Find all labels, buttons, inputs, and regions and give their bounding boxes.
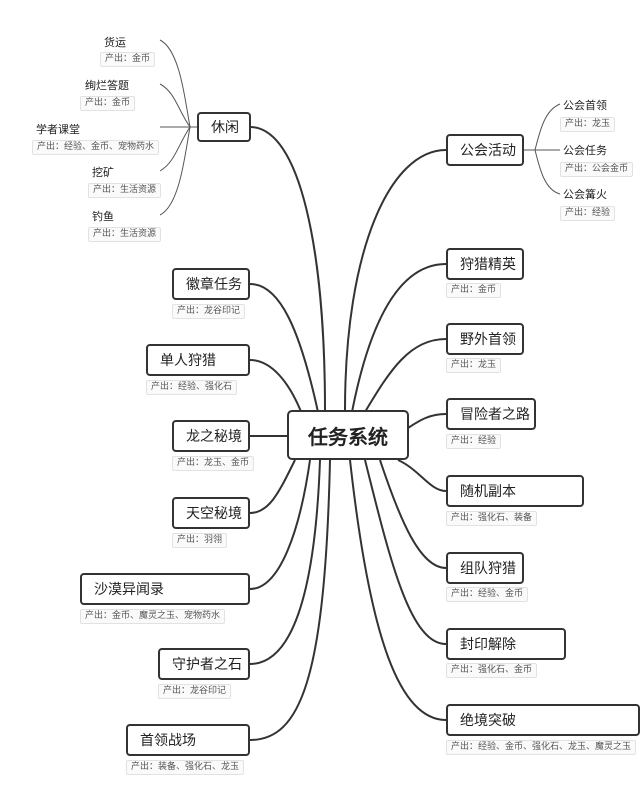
leisure-child-label: 学者课堂 bbox=[36, 123, 80, 136]
leisure-child-label: 挖矿 bbox=[92, 166, 114, 179]
node-seal-release[interactable]: 封印解除 bbox=[446, 628, 566, 660]
guild-child-output: 产出：公会金币 bbox=[560, 162, 634, 177]
node-output: 产出：装备、强化石、龙玉 bbox=[126, 760, 245, 775]
node-field-boss[interactable]: 野外首领 bbox=[446, 323, 524, 355]
node-desert-tales[interactable]: 沙漠异闻录 bbox=[80, 573, 250, 605]
node-solo-hunt[interactable]: 单人狩猎 bbox=[146, 344, 250, 376]
leisure-child-label: 钓鱼 bbox=[92, 210, 114, 223]
leisure-child-label: 绚烂答题 bbox=[85, 79, 129, 92]
center-node[interactable]: 任务系统 bbox=[287, 410, 409, 460]
node-output: 产出：经验、金币、强化石、龙玉、魔灵之玉 bbox=[446, 740, 637, 755]
node-output: 产出：金币、魔灵之玉、宠物药水 bbox=[80, 609, 226, 624]
leisure-child-label: 货运 bbox=[104, 36, 126, 49]
node-guardian-stone[interactable]: 守护者之石 bbox=[158, 648, 250, 680]
node-leisure[interactable]: 休闲 bbox=[197, 112, 251, 142]
guild-child-output: 产出：经验 bbox=[560, 206, 616, 221]
node-output: 产出：龙谷印记 bbox=[158, 684, 232, 699]
node-output: 产出：龙谷印记 bbox=[172, 304, 246, 319]
node-output: 产出：经验、金币 bbox=[446, 587, 529, 602]
leisure-child-output: 产出：经验、金币、宠物药水 bbox=[32, 140, 160, 155]
node-sky-realm[interactable]: 天空秘境 bbox=[172, 497, 250, 529]
node-dragon-realm[interactable]: 龙之秘境 bbox=[172, 420, 250, 452]
node-adventurer-road[interactable]: 冒险者之路 bbox=[446, 398, 536, 430]
leisure-child-output: 产出：金币 bbox=[80, 96, 136, 111]
node-guild-activity[interactable]: 公会活动 bbox=[446, 134, 524, 166]
leisure-child-output: 产出：生活资源 bbox=[88, 183, 162, 198]
node-random-dungeon[interactable]: 随机副本 bbox=[446, 475, 584, 507]
guild-child-label: 公会篝火 bbox=[563, 188, 607, 201]
node-badge-quest[interactable]: 徽章任务 bbox=[172, 268, 250, 300]
node-elite-hunt[interactable]: 狩猎精英 bbox=[446, 248, 524, 280]
leisure-child-output: 产出：金币 bbox=[100, 52, 156, 67]
node-output: 产出：强化石、金币 bbox=[446, 663, 538, 678]
guild-child-output: 产出：龙玉 bbox=[560, 117, 616, 132]
node-output: 产出：龙玉、金币 bbox=[172, 456, 255, 471]
leisure-child-output: 产出：生活资源 bbox=[88, 227, 162, 242]
node-output: 产出：经验、强化石 bbox=[146, 380, 238, 395]
node-team-hunt[interactable]: 组队狩猎 bbox=[446, 552, 524, 584]
node-desperate-breakthrough[interactable]: 绝境突破 bbox=[446, 704, 640, 736]
node-output: 产出：龙玉 bbox=[446, 358, 502, 373]
node-output: 产出：羽翎 bbox=[172, 533, 228, 548]
node-output: 产出：经验 bbox=[446, 434, 502, 449]
node-output: 产出：金币 bbox=[446, 283, 502, 298]
node-boss-battlefield[interactable]: 首领战场 bbox=[126, 724, 250, 756]
node-output: 产出：强化石、装备 bbox=[446, 511, 538, 526]
guild-child-label: 公会任务 bbox=[563, 144, 607, 157]
guild-child-label: 公会首领 bbox=[563, 99, 607, 112]
